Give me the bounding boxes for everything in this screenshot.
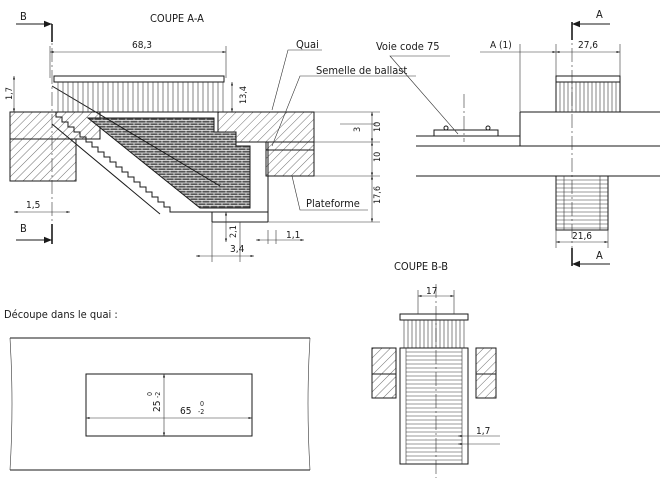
coupe-aa-title: COUPE A-A xyxy=(150,12,204,25)
dim-3-4: 3,4 xyxy=(230,244,245,255)
dim-10-b: 10 xyxy=(373,152,383,162)
tol-25-0: 0 xyxy=(146,392,154,396)
railing-side xyxy=(555,75,621,83)
decoupe-title: Découpe dans le quai : xyxy=(4,308,118,321)
dim-2-1: 2,1 xyxy=(229,225,239,238)
stair-well-side xyxy=(555,175,609,231)
railing-coupe-aa xyxy=(53,75,225,113)
tol-65-m2: -2 xyxy=(198,408,204,416)
rail-left xyxy=(443,125,449,131)
label-voie: Voie code 75 xyxy=(376,40,440,53)
section-mark-b-top-label: B xyxy=(20,10,27,23)
tol-65-0: 0 xyxy=(200,400,204,408)
dim-65: 65 xyxy=(180,406,191,417)
section-mark-a-top-label: A xyxy=(596,8,603,21)
dim-17-6: 17,6 xyxy=(373,186,383,204)
dim-1-7-bb: 1,7 xyxy=(476,426,490,437)
dim-17: 17 xyxy=(426,286,437,297)
rail-right xyxy=(485,125,491,131)
dim-27-6: 27,6 xyxy=(578,40,598,51)
staircase xyxy=(51,85,221,215)
stair-well-bb xyxy=(399,347,469,465)
dim-a-1: A (1) xyxy=(490,40,512,51)
coupe-aa-view: COUPE A-A B B xyxy=(5,10,416,262)
coupe-bb-view: COUPE B-B 17 1,7 xyxy=(371,260,500,478)
coupe-bb-title: COUPE B-B xyxy=(394,260,448,273)
dim-1-1: 1,1 xyxy=(286,230,300,241)
label-semelle: Semelle de ballast xyxy=(316,64,407,77)
leaders-coupe-aa: Quai Semelle de ballast Plateforme xyxy=(271,38,416,211)
label-quai: Quai xyxy=(296,38,319,51)
semelle-layer-left xyxy=(10,139,76,181)
dim-10-a: 10 xyxy=(373,122,383,132)
dim-3: 3 xyxy=(353,127,363,132)
cutout-rectangle xyxy=(85,373,253,437)
dim-1-5: 1,5 xyxy=(26,200,40,211)
brick-infill xyxy=(88,118,250,208)
section-mark-a-bottom-label: A xyxy=(596,249,603,262)
dim-25: 25 xyxy=(152,401,163,412)
section-mark-b-bottom-label: B xyxy=(20,222,27,235)
label-plateforme: Plateforme xyxy=(306,197,360,210)
tol-25-m2: -2 xyxy=(154,392,162,398)
decoupe-view: Découpe dans le quai : 65 0 -2 25 0 -2 xyxy=(4,308,311,471)
track-sleeper xyxy=(433,129,499,137)
dimensions-coupe-aa: 68,3 1,7 13,4 3 10 10 17,6 1,5 3,4 xyxy=(5,40,383,262)
stair-handrail-diagonal xyxy=(51,85,221,187)
dim-21-6: 21,6 xyxy=(572,231,592,242)
side-view: A A Voie code 75 A (1) 27,6 xyxy=(376,8,660,268)
dim-68-3: 68,3 xyxy=(132,40,152,51)
dim-1-7-left: 1,7 xyxy=(5,87,15,100)
railing-bb xyxy=(399,313,469,321)
dim-13-4: 13,4 xyxy=(239,86,249,104)
semelle-layer-right xyxy=(266,142,314,176)
quai-slab-left xyxy=(10,112,100,139)
